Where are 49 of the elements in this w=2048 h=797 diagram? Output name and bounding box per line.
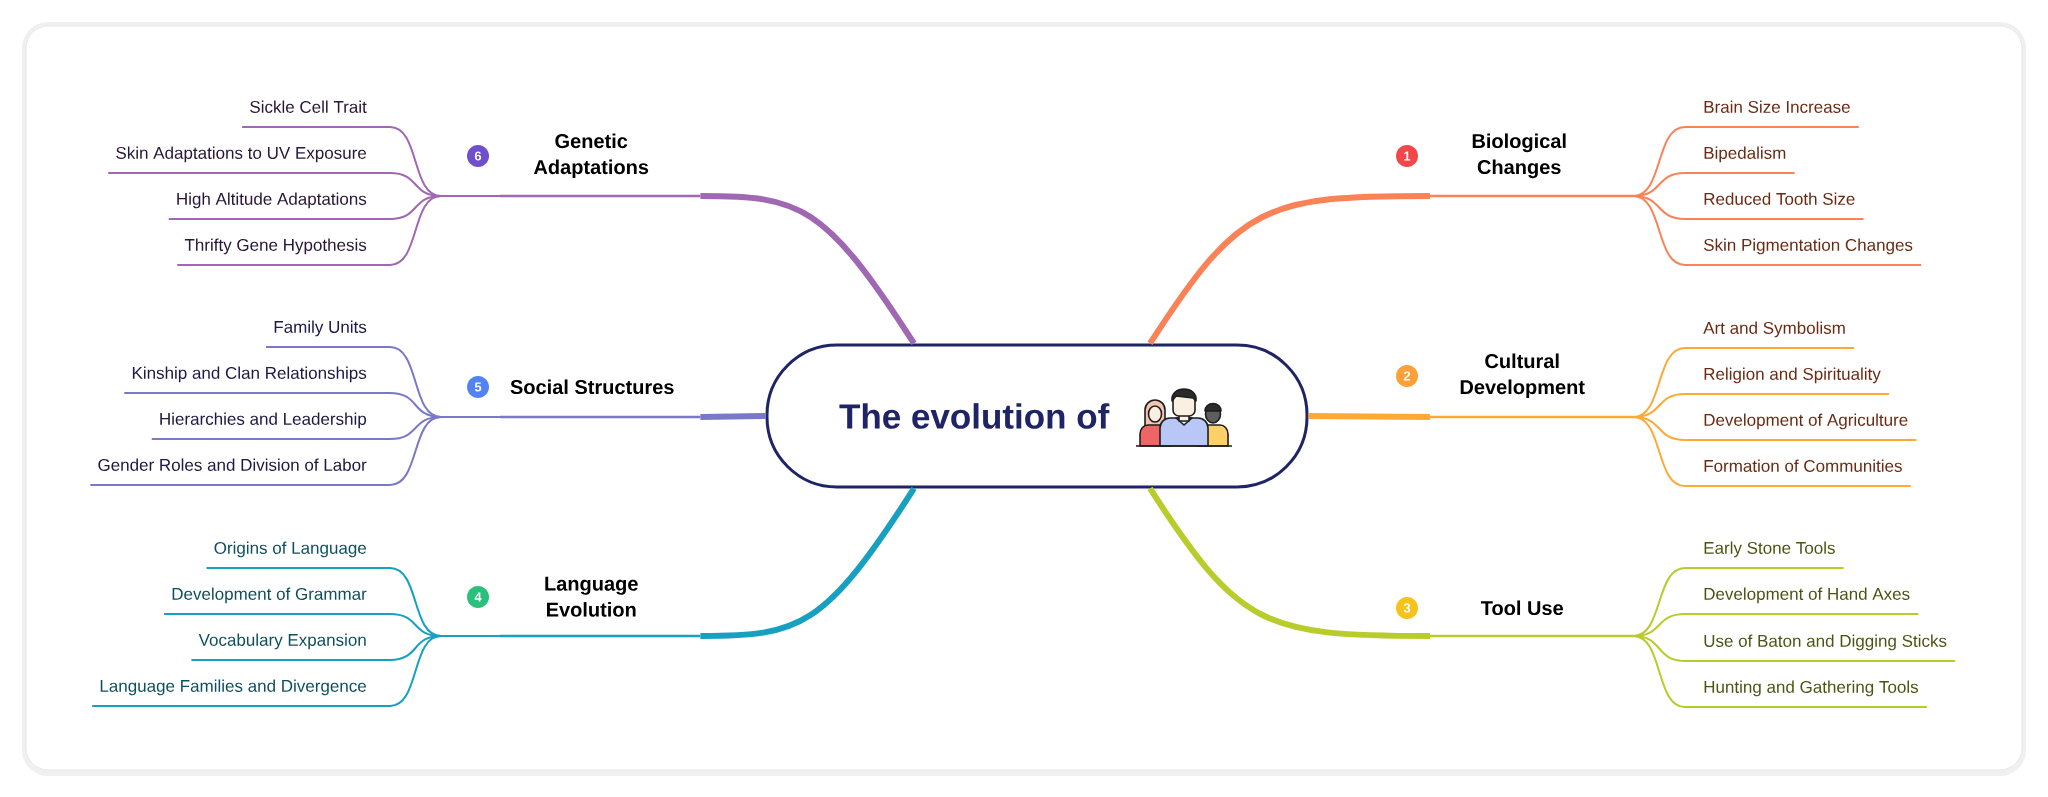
- subtopic: Origins of Language: [205, 541, 391, 569]
- subtopic: Language Families and Divergence: [91, 679, 391, 707]
- branch-topic: Genetic Adaptations: [500, 133, 701, 198]
- number-badge: 3: [1396, 597, 1418, 619]
- branch-line: [389, 635, 501, 707]
- branch-line: [1147, 486, 1431, 639]
- number-badge: 5: [467, 376, 489, 398]
- subtopic: Reduced Tooth Size: [1684, 192, 1865, 220]
- branch-topic: Social Structures: [500, 379, 701, 419]
- subtopic: High Altitude Adaptations: [167, 192, 391, 220]
- branch-line: [1147, 193, 1431, 346]
- subtopic: Religion and Spirituality: [1684, 367, 1891, 395]
- number-badge: 4: [467, 586, 489, 608]
- branch-line: [389, 416, 501, 486]
- subtopic: Hunting and Gathering Tools: [1684, 680, 1928, 708]
- branch-line: [1632, 195, 1686, 266]
- subtopic: Thrifty Gene Hypothesis: [176, 238, 391, 266]
- subtopic: Skin Pigmentation Changes: [1684, 238, 1923, 266]
- branch-topic: Language Evolution: [500, 576, 701, 638]
- subtopic: Development of Grammar: [163, 587, 391, 615]
- subtopic: Bipedalism: [1684, 146, 1796, 174]
- subtopic: Development of Agriculture: [1684, 413, 1918, 441]
- subtopic: Development of Hand Axes: [1684, 587, 1920, 615]
- subtopic: Art and Symbolism: [1684, 321, 1856, 349]
- branch-line: [1632, 416, 1686, 487]
- branch-line: [700, 193, 917, 346]
- branch-line: [389, 195, 501, 266]
- subtopic: Use of Baton and Digging Sticks: [1684, 634, 1957, 662]
- subtopic: Hierarchies and Leadership: [150, 412, 391, 440]
- subtopic: Skin Adaptations to UV Exposure: [107, 146, 391, 174]
- subtopic: Gender Roles and Division of Labor: [89, 458, 391, 486]
- subtopic: Vocabulary Expansion: [190, 633, 391, 661]
- branch-topic: Biological Changes: [1430, 133, 1634, 198]
- branch-line: [1632, 635, 1686, 708]
- branch-topic: Cultural Development: [1430, 353, 1634, 419]
- central-topic: The evolution of: [765, 343, 1309, 489]
- subtopic: Kinship and Clan Relationships: [123, 366, 391, 394]
- number-badge: 2: [1396, 365, 1418, 387]
- subtopic: Brain Size Increase: [1684, 100, 1860, 128]
- subtopic: Early Stone Tools: [1684, 541, 1845, 569]
- subtopic: Sickle Cell Trait: [241, 100, 391, 128]
- branch-line: [700, 486, 917, 639]
- number-badge: 1: [1396, 145, 1418, 167]
- number-badge: 6: [467, 145, 489, 167]
- subtopic: Formation of Communities: [1684, 459, 1912, 487]
- branch-topic: Tool Use: [1430, 600, 1634, 638]
- branch-line: [700, 413, 766, 420]
- subtopic: Family Units: [265, 320, 391, 348]
- branch-line: [1308, 413, 1431, 420]
